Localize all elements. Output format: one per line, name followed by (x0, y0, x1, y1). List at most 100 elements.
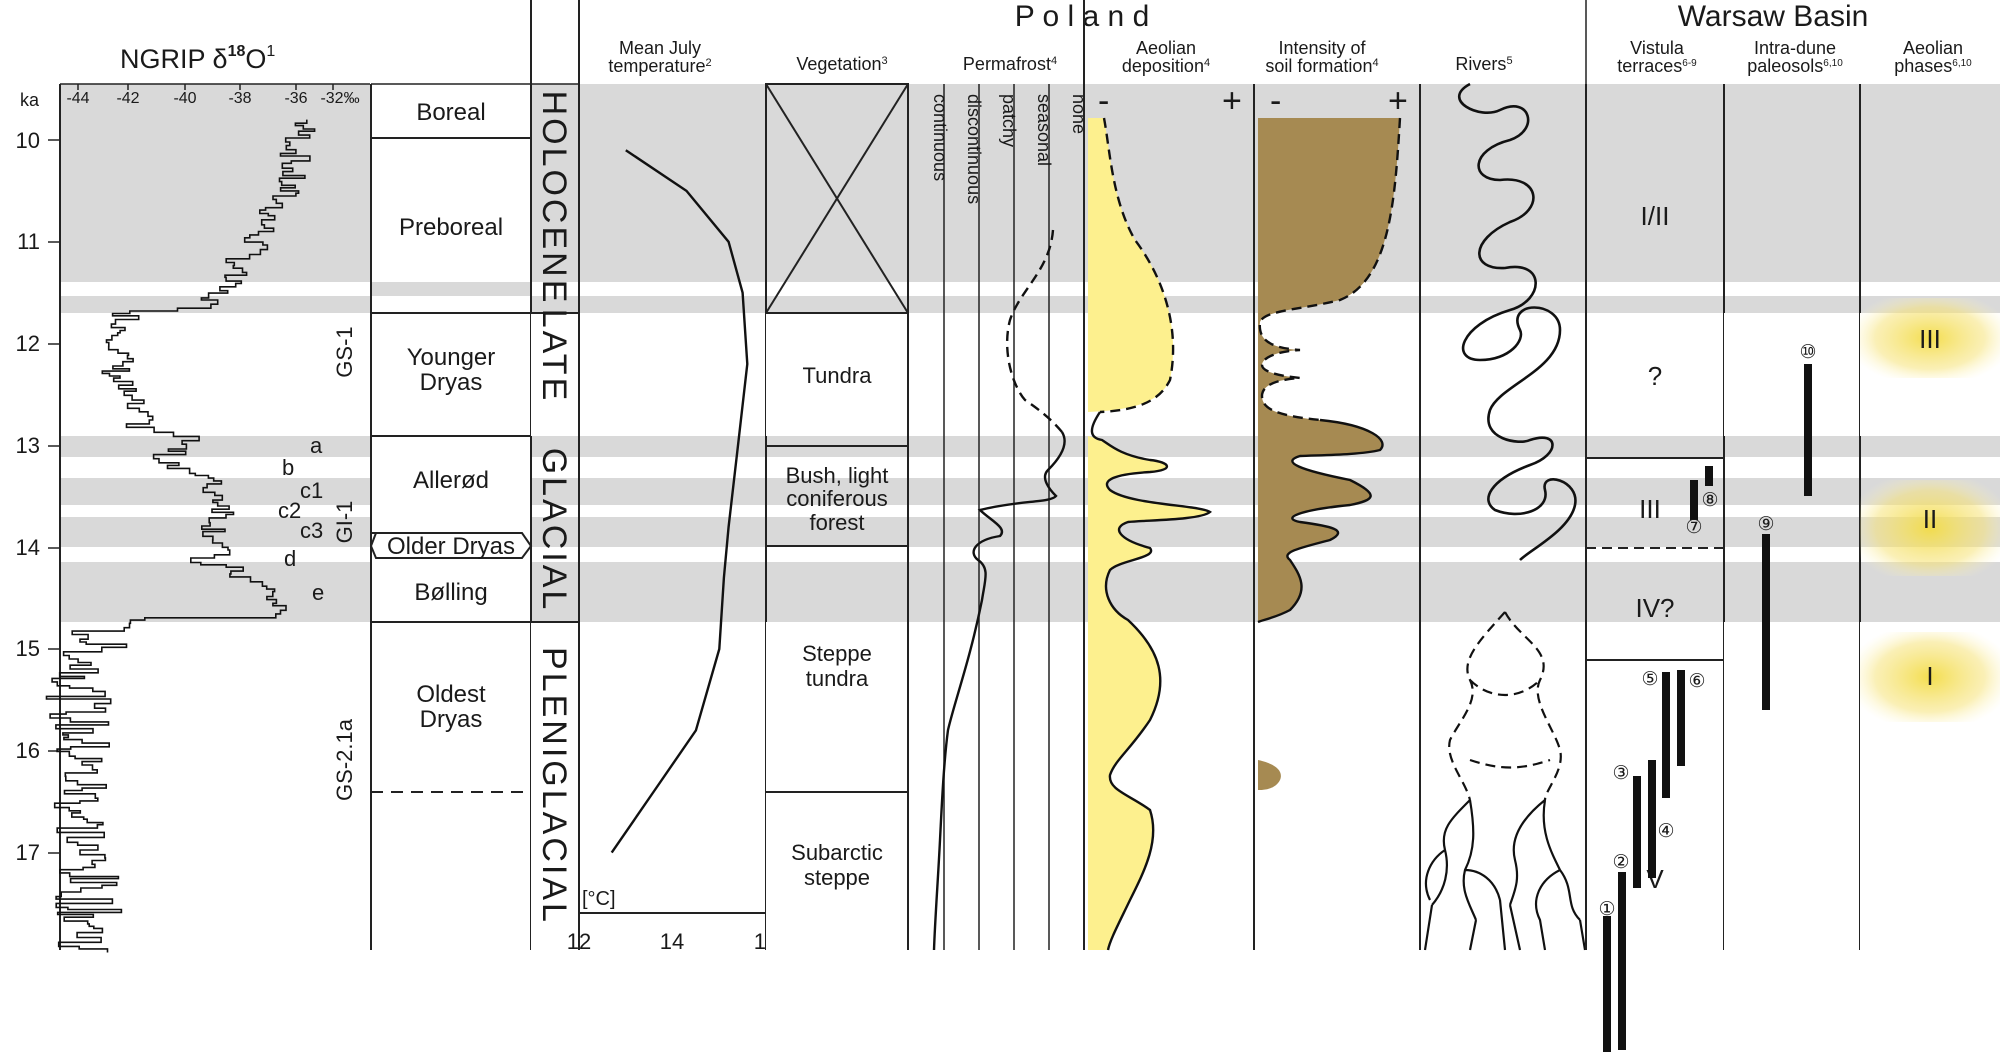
svg-text:steppe: steppe (804, 865, 870, 890)
svg-text:continuous: continuous (930, 94, 950, 181)
svg-text:Tundra: Tundra (803, 363, 873, 388)
svg-text:+: + (1388, 82, 1408, 120)
svg-text:⑨: ⑨ (1757, 514, 1774, 535)
svg-text:LATE: LATE (535, 309, 573, 404)
soil-curve (1257, 418, 1384, 624)
permafrost-curve-dashed (1006, 229, 1063, 433)
svg-text:Oldest: Oldest (416, 681, 486, 708)
svg-text:11: 11 (17, 229, 40, 254)
svg-text:Vegetation3: Vegetation3 (796, 54, 887, 74)
svg-text:patchy: patchy (999, 94, 1019, 147)
ngrip-title: NGRIP δ18O1 (120, 43, 275, 74)
svg-text:⑩: ⑩ (1799, 342, 1816, 363)
svg-text:-44: -44 (66, 90, 89, 107)
svg-text:c2: c2 (278, 498, 301, 523)
soil-fill (1258, 118, 1400, 622)
svg-text:paleosols6,10: paleosols6,10 (1747, 56, 1843, 76)
svg-text:12: 12 (567, 929, 591, 954)
svg-text:Rivers5: Rivers5 (1455, 54, 1512, 74)
svg-text:Younger: Younger (407, 344, 496, 371)
svg-text:IV?: IV? (1635, 593, 1674, 623)
svg-text:⑦: ⑦ (1685, 517, 1702, 538)
ngrip-x-ticks: -44 -42 -40 -38 -36 -32‰ (66, 90, 359, 107)
svg-text:GI-1: GI-1 (332, 501, 357, 544)
svg-text:seasonal: seasonal (1034, 94, 1054, 166)
soil-fill-small (1258, 760, 1281, 790)
svg-text:c3: c3 (300, 518, 323, 543)
svg-text:Bush, light: Bush, light (786, 463, 889, 488)
svg-text:①: ① (1598, 899, 1615, 920)
svg-text:Intra-dune: Intra-dune (1754, 38, 1836, 58)
svg-text:GS-2.1a: GS-2.1a (332, 718, 357, 801)
svg-text:10: 10 (16, 128, 40, 153)
svg-text:+: + (1222, 82, 1242, 120)
soil-curve-dashed (1258, 117, 1402, 422)
svg-text:-: - (1098, 82, 1109, 120)
terrace-age-bars (1603, 466, 1713, 1052)
aeolian-fill (1088, 118, 1210, 950)
svg-text:-40: -40 (173, 90, 196, 107)
svg-text:-42: -42 (116, 90, 139, 107)
svg-text:16: 16 (16, 738, 40, 763)
svg-text:phases6,10: phases6,10 (1894, 56, 1972, 76)
svg-text:b: b (282, 455, 294, 480)
svg-text:Aeolian: Aeolian (1903, 38, 1963, 58)
svg-text:I: I (1926, 661, 1933, 691)
phase-I-band (1860, 632, 2000, 722)
periods-column: HOLOCENE LATE GLACIAL PLENIGLACIAL (531, 0, 580, 950)
svg-text:Subarctic: Subarctic (791, 840, 883, 865)
ka-axis-unit: ka (20, 90, 40, 110)
ngrip-header: NGRIP δ18O1 ka (20, 43, 275, 110)
aeolian-curve (1090, 411, 1213, 951)
svg-text:Boreal: Boreal (416, 99, 485, 126)
svg-text:coniferous: coniferous (786, 486, 888, 511)
phase-III-band (1860, 298, 2000, 378)
svg-text:temperature2: temperature2 (608, 56, 711, 76)
svg-text:13: 13 (16, 433, 40, 458)
svg-text:GS-1: GS-1 (332, 326, 357, 377)
svg-text:II: II (1923, 504, 1937, 534)
svg-text:Older Dryas: Older Dryas (387, 533, 515, 560)
svg-text:-: - (1270, 82, 1281, 120)
svg-text:forest: forest (809, 510, 864, 535)
svg-text:17: 17 (16, 840, 40, 865)
temperature-curve (610, 149, 749, 854)
svg-text:HOLOCENE: HOLOCENE (535, 91, 573, 306)
svg-text:-38: -38 (228, 90, 251, 107)
svg-text:GLACIAL: GLACIAL (535, 448, 573, 613)
svg-text:-32‰: -32‰ (320, 90, 359, 107)
svg-text:14: 14 (660, 929, 684, 954)
svg-text:III: III (1639, 494, 1661, 524)
poland-title: P o l a n d (1015, 0, 1150, 33)
svg-text:Aeolian: Aeolian (1136, 38, 1196, 58)
svg-text:tundra: tundra (806, 666, 869, 691)
terraces-column: I/II ? III IV? V ① ② ③ ④ ⑤ ⑥ ⑦ ⑧ (1586, 84, 1725, 1052)
column-headers: Mean July temperature2 Vegetation3 Perma… (608, 38, 1972, 76)
svg-text:none: none (1069, 94, 1089, 134)
warsaw-title: Warsaw Basin (1678, 0, 1869, 33)
svg-text:Vistula: Vistula (1630, 38, 1685, 58)
svg-text:Intensity of: Intensity of (1278, 38, 1366, 58)
svg-text:Steppe: Steppe (802, 641, 872, 666)
svg-text:?: ? (1648, 361, 1662, 391)
svg-text:a: a (310, 433, 323, 458)
svg-text:15: 15 (16, 636, 40, 661)
aeolian-column: - + (1084, 82, 1255, 951)
svg-text:PLENIGLACIAL: PLENIGLACIAL (535, 647, 573, 925)
svg-text:⑤: ⑤ (1641, 669, 1658, 690)
svg-text:12: 12 (16, 331, 40, 356)
river-meander-2 (1479, 306, 1577, 561)
chronozones-column: Boreal Preboreal Younger Dryas Allerød O… (369, 0, 533, 950)
ngrip-isotope-curve (45, 119, 316, 953)
svg-text:[°C]: [°C] (582, 888, 616, 910)
svg-text:-36: -36 (284, 90, 307, 107)
ngrip-column: -44 -42 -40 -38 -36 -32‰ 10 11 12 13 14 … (16, 83, 370, 953)
paleosols-column: ⑩ ⑨ (1724, 84, 1861, 950)
aeolian-curve-dashed (1099, 117, 1175, 414)
svg-text:Dryas: Dryas (420, 706, 483, 733)
svg-text:d: d (284, 546, 296, 571)
svg-text:terraces6-9: terraces6-9 (1617, 56, 1697, 76)
river-meander-1 (1457, 82, 1537, 362)
svg-text:deposition4: deposition4 (1122, 56, 1210, 76)
